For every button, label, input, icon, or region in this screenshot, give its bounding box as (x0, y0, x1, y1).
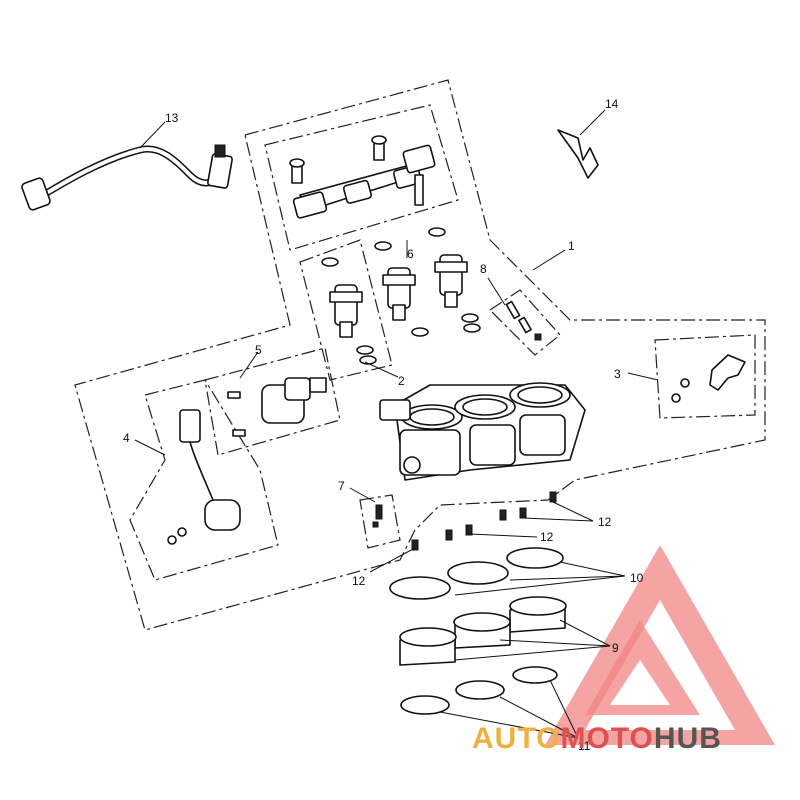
boots-9-part (399, 596, 567, 666)
screw-8-part (505, 300, 542, 341)
group-1-outline (74, 79, 766, 631)
callout-5: 5 (255, 343, 262, 357)
watermark-hub: HUB (654, 722, 722, 755)
sensor-5-part (227, 377, 327, 437)
callout-4: 4 (123, 431, 130, 445)
leader-lines (134, 109, 659, 739)
callout-labels: 1 2 3 4 5 6 7 8 9 10 11 12 12 12 13 14 (123, 97, 644, 753)
bolt-7-part (372, 504, 383, 528)
clamps-10-part (389, 547, 564, 600)
sensor-5-box (204, 347, 341, 456)
sensor-4-box (129, 379, 279, 581)
callout-9: 9 (612, 641, 619, 655)
gaskets-11-part (400, 666, 558, 715)
sensor-4-part (167, 409, 241, 545)
callout-7: 7 (338, 479, 345, 493)
callout-11: 11 (578, 739, 591, 753)
callout-8: 8 (480, 262, 487, 276)
injector-2 (382, 267, 416, 321)
bracket-14-part (557, 129, 599, 179)
callout-12-right: 12 (598, 515, 612, 529)
group-outlines (74, 79, 766, 631)
bracket-3-part (671, 354, 746, 403)
watermark-text: AUTOMOTOHUB (472, 722, 722, 755)
fuel-rail-box (264, 104, 459, 251)
callout-3: 3 (614, 367, 621, 381)
bracket-3-box (654, 334, 756, 419)
injectors-part (321, 227, 481, 365)
injector-1 (329, 284, 363, 338)
bolt-7-box (359, 494, 401, 549)
callout-14: 14 (605, 97, 619, 111)
callout-13: 13 (165, 111, 179, 125)
callout-12-middle: 12 (540, 530, 554, 544)
callout-2: 2 (398, 374, 405, 388)
callout-12-left: 12 (352, 574, 366, 588)
fuel-hose-part (21, 144, 233, 211)
throttle-body-part (379, 382, 586, 481)
injector-3 (434, 254, 468, 308)
watermark-auto: AUTO (472, 722, 560, 755)
watermark-moto: MOTO (560, 722, 653, 755)
fuel-rail-part (289, 135, 436, 219)
watermark-logo (545, 545, 775, 745)
callout-1: 1 (568, 239, 575, 253)
callout-6: 6 (407, 247, 414, 261)
callout-10: 10 (630, 571, 644, 585)
